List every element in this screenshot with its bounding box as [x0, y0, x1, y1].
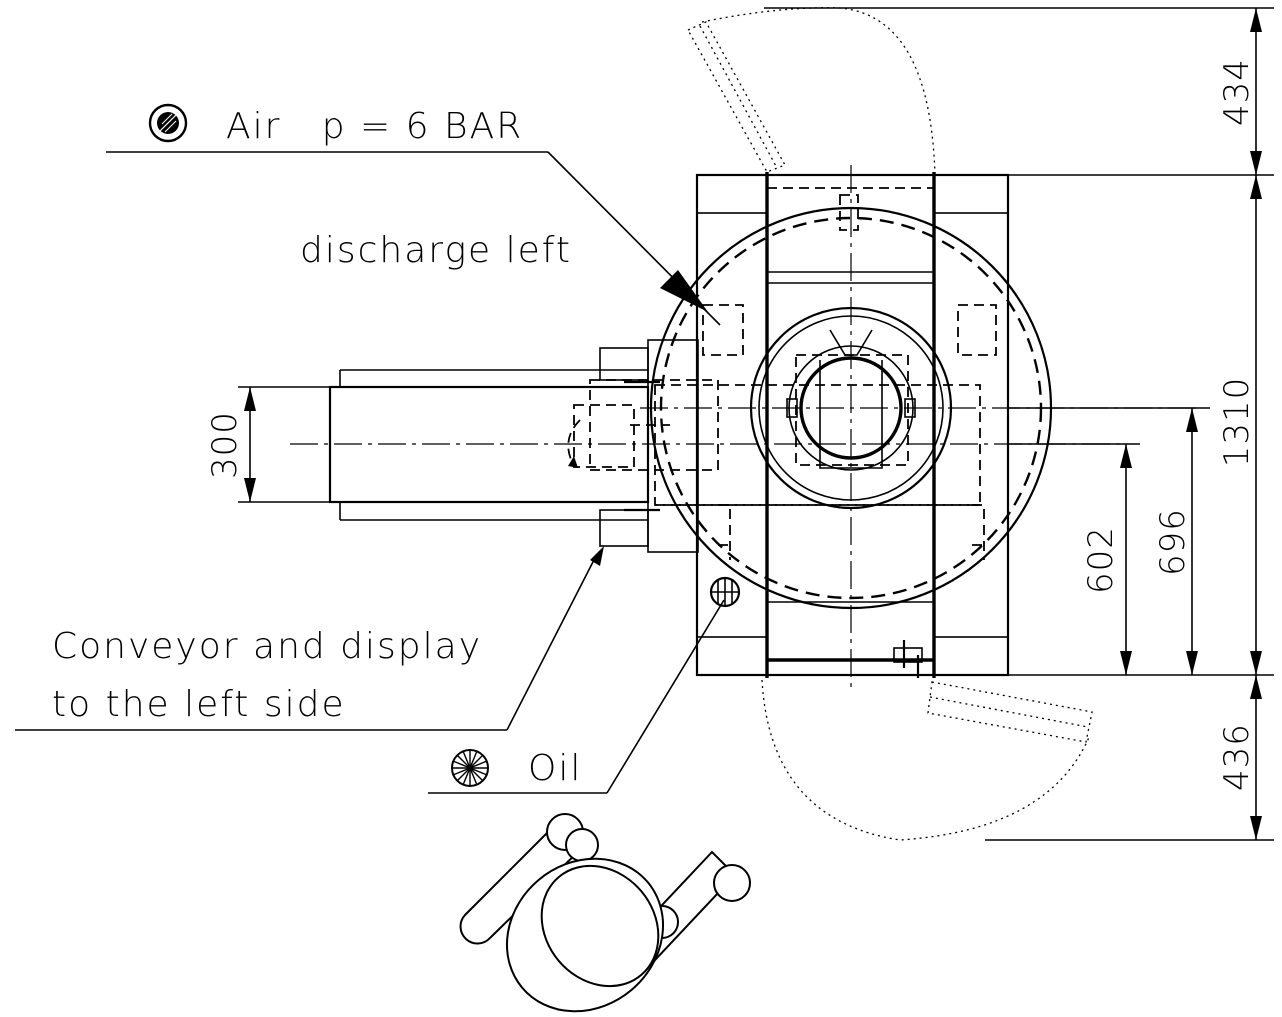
dim-overall-depth: 1310: [1217, 377, 1257, 468]
dim-bottom-clearance: 436: [1217, 723, 1257, 791]
air-supply-icon: [148, 103, 188, 143]
dimension-conveyor-width: [238, 386, 330, 503]
door-swing-bottom: [761, 679, 1093, 841]
carousel-table: [290, 165, 1200, 690]
dim-to-center: 696: [1153, 508, 1193, 576]
conveyor: [328, 339, 719, 553]
dim-top-clearance: 434: [1217, 58, 1257, 126]
dimension-system-right: [764, 7, 1274, 841]
dim-to-conveyor-axis: 602: [1081, 526, 1121, 594]
oil-label: Oil: [528, 748, 582, 789]
oil-supply-icon: [451, 749, 489, 787]
machine-frame: [695, 172, 1010, 678]
air-label: Air p = 6 BAR: [226, 106, 523, 147]
dim-conveyor-width: 300: [205, 411, 245, 479]
discharge-label: discharge left: [300, 230, 572, 271]
conveyor-label-line1: Conveyor and display: [52, 626, 482, 667]
discharge-arrow-icon: [660, 270, 708, 312]
door-swing-top: [687, 7, 936, 176]
operator-figure-icon: [459, 813, 751, 1013]
oil-port-icon: [709, 576, 741, 608]
conveyor-label-line2: to the left side: [52, 684, 346, 725]
